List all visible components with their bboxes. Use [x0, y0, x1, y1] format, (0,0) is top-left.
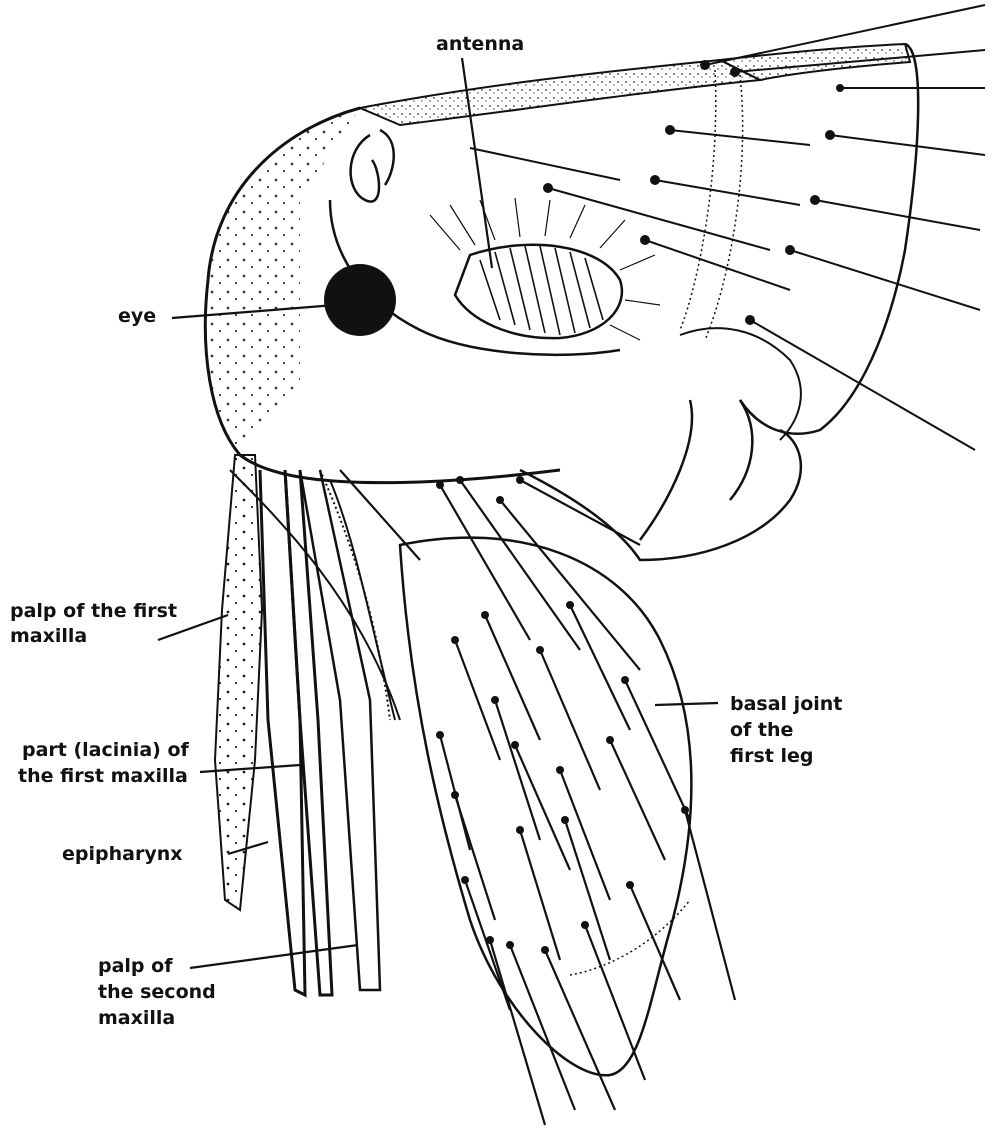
label-palp-first-maxilla-line2: maxilla	[10, 625, 87, 647]
thorax-segment	[680, 44, 918, 440]
label-epipharynx: epipharynx	[62, 843, 183, 865]
label-antenna: antenna	[436, 33, 524, 55]
label-palp-first-maxilla-line1: palp of the first	[10, 600, 177, 622]
mouthparts	[215, 455, 400, 995]
antenna	[430, 198, 660, 340]
label-lacinia-line1: part (lacinia) of	[22, 739, 189, 761]
label-palp-second-maxilla-line2: the second	[98, 981, 216, 1003]
label-palp-second-maxilla-line3: maxilla	[98, 1007, 175, 1029]
label-eye: eye	[118, 305, 156, 327]
eye	[324, 264, 396, 336]
leg-socket	[520, 400, 801, 560]
label-basal-joint-line2: of the	[730, 719, 793, 741]
basal-joint-first-leg	[340, 470, 735, 1125]
pronotum-band	[360, 44, 910, 125]
label-palp-second-maxilla-line1: palp of	[98, 955, 173, 977]
leader-palp-second-maxilla	[190, 945, 358, 968]
labels: antenna eye palp of the first maxilla pa…	[10, 33, 842, 1029]
label-basal-joint-line1: basal joint	[730, 693, 842, 715]
label-basal-joint-line3: first leg	[730, 745, 813, 767]
label-lacinia-line2: the first maxilla	[18, 765, 188, 787]
